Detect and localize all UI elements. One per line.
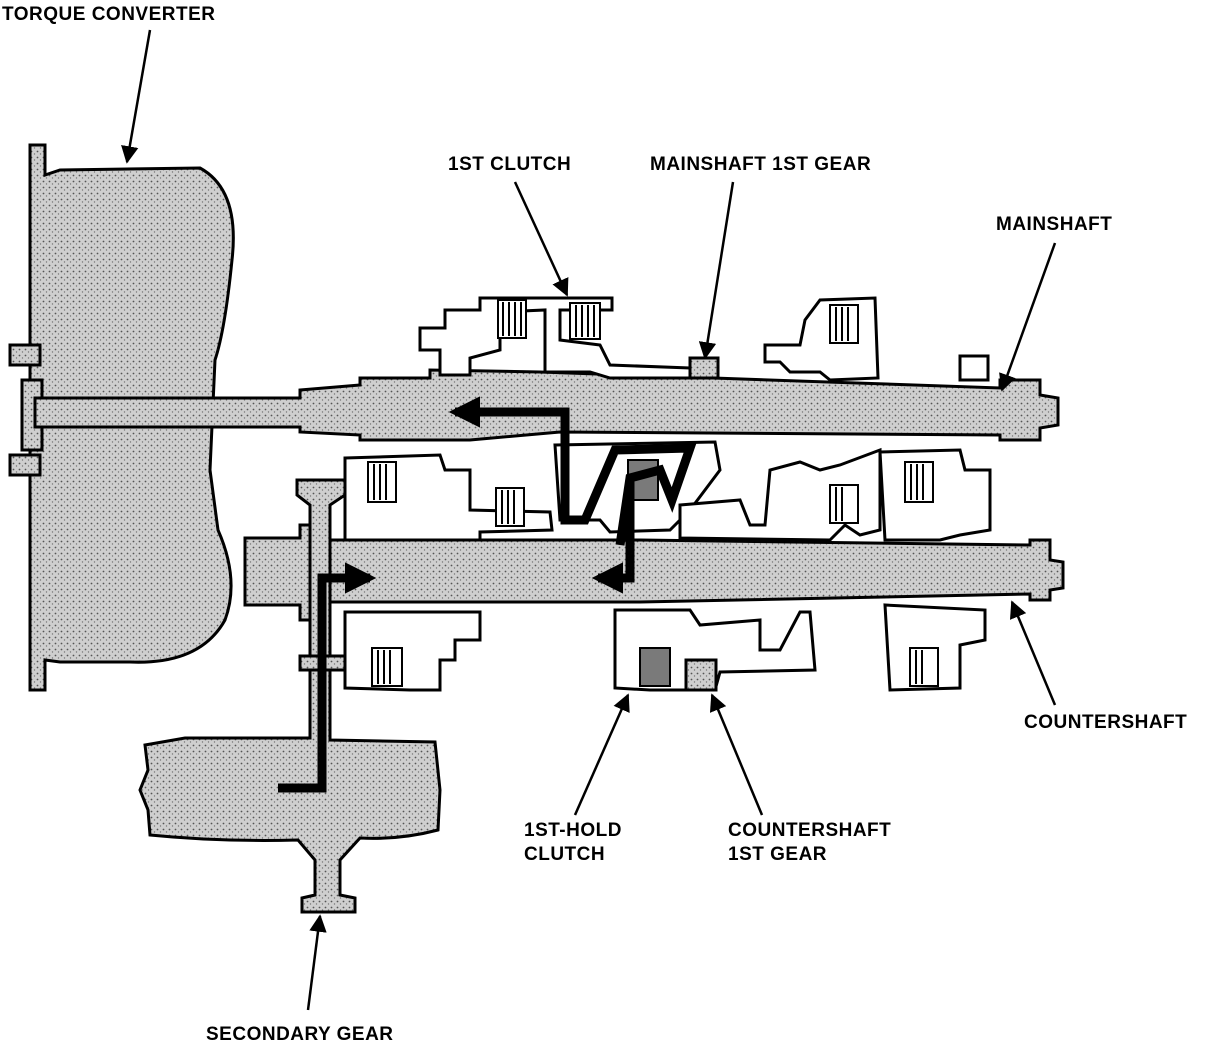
label-countershaft: COUNTERSHAFT <box>1024 712 1187 733</box>
leader-first-hold-clutch <box>573 693 630 816</box>
leader-first-clutch <box>513 181 569 297</box>
label-countershaft-first-gear-line1: COUNTERSHAFT <box>728 820 891 841</box>
middle-clutches <box>343 440 992 542</box>
label-first-clutch: 1ST CLUTCH <box>448 154 571 175</box>
label-mainshaft-first-gear: MAINSHAFT 1ST GEAR <box>650 154 871 175</box>
label-torque-converter: TORQUE CONVERTER <box>2 4 216 25</box>
leader-countershaft <box>1009 600 1057 706</box>
label-first-hold-clutch-line2: CLUTCH <box>524 844 605 865</box>
label-first-hold-clutch-line1: 1ST-HOLD <box>524 820 622 841</box>
leader-mainshaft-first-gear <box>698 181 735 360</box>
leader-torque-converter <box>121 29 152 164</box>
leader-countershaft-first-gear <box>709 693 764 816</box>
leader-lines <box>121 29 1057 1011</box>
first-clutch-plates <box>497 299 601 340</box>
label-countershaft-first-gear-line2: 1ST GEAR <box>728 844 827 865</box>
lower-clutches <box>343 603 987 692</box>
mainshaft-body <box>33 368 1060 442</box>
leader-mainshaft <box>999 242 1057 392</box>
labels: TORQUE CONVERTER 1ST CLUTCH MAINSHAFT 1S… <box>2 4 1187 1045</box>
label-secondary-gear: SECONDARY GEAR <box>206 1024 394 1045</box>
label-mainshaft: MAINSHAFT <box>996 214 1112 235</box>
mainshaft-clutches <box>418 296 990 382</box>
leader-secondary-gear <box>306 914 327 1011</box>
power-flow-path <box>278 396 697 793</box>
